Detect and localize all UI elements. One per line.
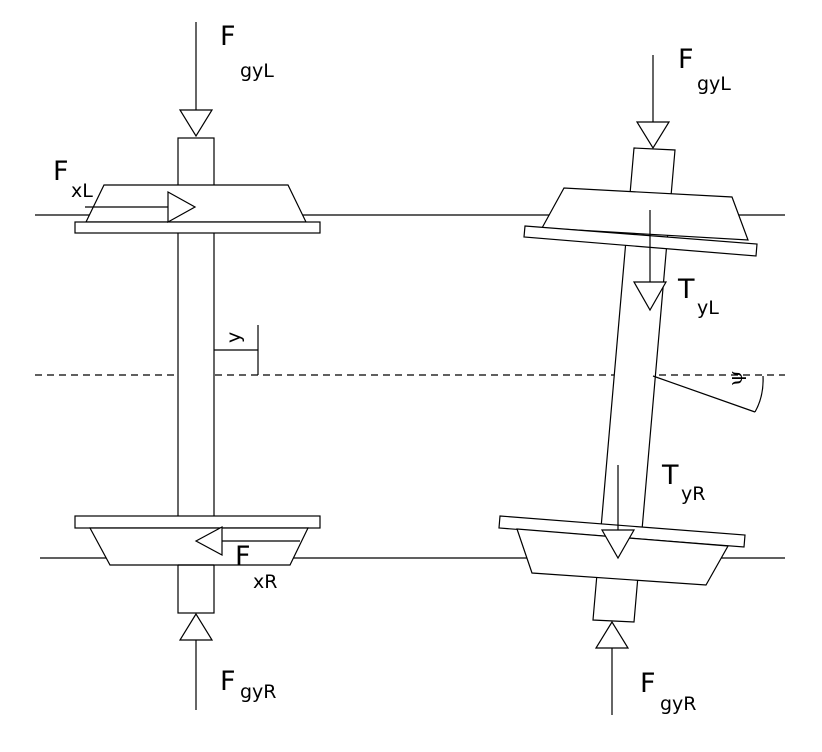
right-top-force-arrow — [635, 55, 671, 150]
right-wheel-bottom-tread — [516, 528, 729, 586]
svg-text:xL: xL — [71, 180, 93, 202]
left-top-lateral-arrow — [85, 190, 197, 224]
right-tyr-arrow — [600, 465, 636, 560]
svg-text:gyL: gyL — [240, 60, 274, 82]
svg-text:F: F — [220, 666, 236, 697]
svg-text:F: F — [640, 668, 656, 699]
right-wheel-top-flange — [523, 225, 758, 257]
right-wheelset — [498, 147, 764, 623]
right-tyl-arrow — [632, 210, 668, 312]
right-wheel-top-tread — [541, 187, 749, 241]
svg-text:gyR: gyR — [240, 681, 277, 703]
svg-text:F: F — [678, 44, 694, 75]
yaw-angle-arc — [754, 375, 764, 413]
left-top-lateral-arrowhead — [167, 190, 197, 224]
label-left-bottom-lateral-force: F xR — [235, 541, 277, 593]
left-wheel-top-flange — [74, 221, 321, 234]
left-bottom-lateral-arrow — [194, 525, 300, 557]
svg-text:F: F — [235, 541, 251, 572]
svg-text:yR: yR — [681, 483, 705, 505]
svg-text:T: T — [661, 460, 679, 491]
left-bottom-force-arrow — [178, 612, 214, 710]
svg-text:xR: xR — [253, 571, 277, 593]
svg-text:yL: yL — [697, 297, 719, 319]
left-top-arrowhead — [178, 109, 214, 138]
label-right-tyl: T yL — [677, 274, 719, 319]
svg-text:F: F — [220, 21, 236, 52]
label-right-bottom-force: F gyR — [640, 668, 697, 715]
left-wheel-top-tread — [85, 184, 307, 223]
label-left-top-lateral-force: F xL — [53, 156, 93, 202]
yaw-reference-line — [652, 375, 756, 413]
right-bottom-force-arrow — [594, 620, 630, 715]
svg-text:gyR: gyR — [660, 693, 697, 715]
right-top-arrowhead — [635, 121, 671, 150]
label-right-tyr: T yR — [661, 460, 705, 505]
left-bottom-arrowhead — [178, 612, 214, 641]
label-left-bottom-force: F gyR — [220, 666, 277, 703]
right-bottom-arrowhead — [594, 620, 630, 649]
right-tyr-arrowhead — [600, 529, 636, 560]
label-right-top-force: F gyL — [678, 44, 731, 95]
left-top-force-arrow — [178, 22, 214, 138]
svg-text:gyL: gyL — [697, 73, 731, 95]
left-wheel-bottom-flange — [74, 515, 321, 529]
right-tyl-arrowhead — [632, 281, 668, 312]
right-axle — [592, 147, 676, 623]
left-wheel-bottom-tread — [88, 527, 309, 566]
label-left-top-force: F gyL — [220, 21, 274, 82]
left-wheelset — [74, 137, 321, 614]
label-lateral-offset: y — [223, 332, 245, 343]
svg-text:F: F — [53, 156, 69, 187]
left-bottom-lateral-arrowhead — [194, 525, 223, 557]
svg-text:T: T — [677, 274, 695, 305]
label-yaw-angle: ψ — [723, 370, 747, 386]
